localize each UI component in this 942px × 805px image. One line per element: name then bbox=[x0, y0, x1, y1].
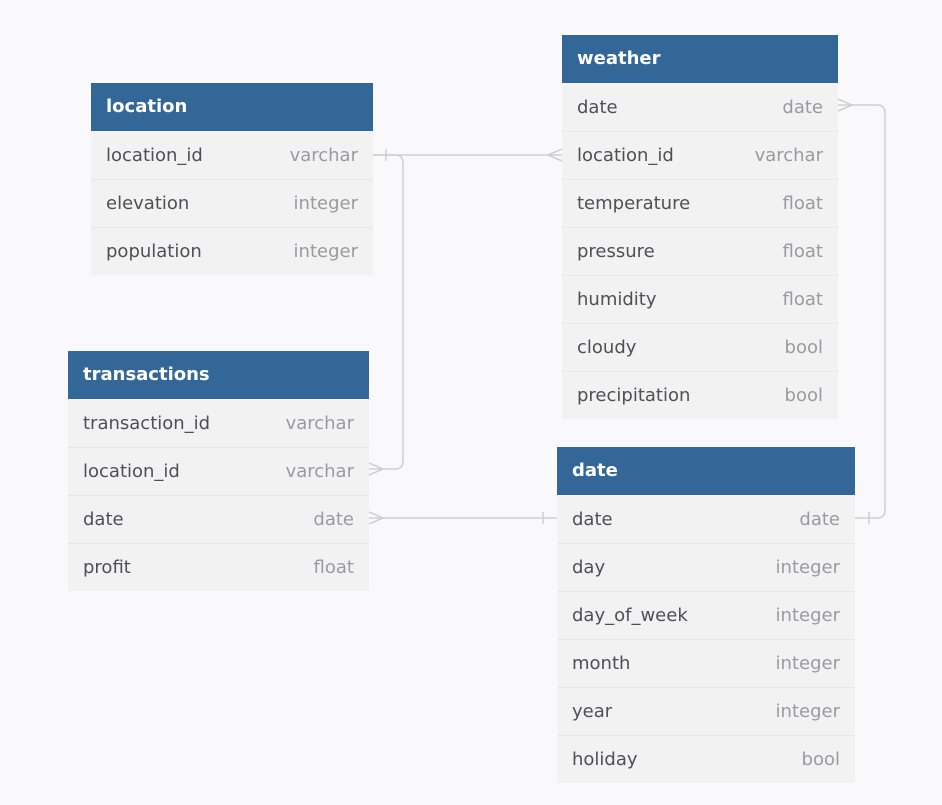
field-type: float bbox=[782, 289, 823, 310]
table-header[interactable]: location bbox=[91, 83, 373, 131]
table-header[interactable]: transactions bbox=[68, 351, 369, 399]
field-name: month bbox=[572, 653, 631, 674]
field-name: precipitation bbox=[577, 385, 691, 406]
field-row[interactable]: location_id varchar bbox=[68, 447, 369, 495]
field-row[interactable]: pressure float bbox=[562, 227, 838, 275]
field-name: pressure bbox=[577, 241, 655, 262]
field-type: varchar bbox=[754, 145, 823, 166]
field-row[interactable]: location_id varchar bbox=[562, 131, 838, 179]
field-name: day bbox=[572, 557, 606, 578]
field-row[interactable]: date date bbox=[557, 495, 855, 543]
table-header[interactable]: date bbox=[557, 447, 855, 495]
field-name: cloudy bbox=[577, 337, 637, 358]
field-type: date bbox=[313, 509, 354, 530]
field-type: date bbox=[799, 508, 840, 530]
field-name: date bbox=[577, 96, 618, 118]
field-row[interactable]: humidity float bbox=[562, 275, 838, 323]
relation-date-weather[interactable] bbox=[837, 98, 886, 524]
field-type: integer bbox=[293, 241, 358, 262]
field-name: location_id bbox=[106, 144, 203, 166]
field-type: float bbox=[313, 557, 354, 578]
field-row[interactable]: population integer bbox=[91, 227, 373, 275]
field-name: population bbox=[106, 241, 202, 262]
table-location[interactable]: location location_id varchar elevation inte… bbox=[91, 83, 373, 275]
field-row[interactable]: profit float bbox=[68, 543, 369, 591]
field-type: varchar bbox=[285, 412, 354, 434]
field-type: bool bbox=[784, 337, 823, 358]
field-type: integer bbox=[775, 701, 840, 722]
field-name: location_id bbox=[577, 145, 674, 166]
field-row[interactable]: day_of_week integer bbox=[557, 591, 855, 639]
field-row[interactable]: day integer bbox=[557, 543, 855, 591]
field-row[interactable]: date date bbox=[68, 495, 369, 543]
field-row[interactable]: transaction_id varchar bbox=[68, 399, 369, 447]
field-row[interactable]: month integer bbox=[557, 639, 855, 687]
field-row[interactable]: location_id varchar bbox=[91, 131, 373, 179]
relation-location-weather[interactable] bbox=[373, 148, 563, 162]
field-type: integer bbox=[775, 653, 840, 674]
field-name: temperature bbox=[577, 193, 691, 214]
relation-location-transactions[interactable] bbox=[368, 154, 404, 476]
field-name: year bbox=[572, 701, 613, 722]
field-row[interactable]: cloudy bool bbox=[562, 323, 838, 371]
field-name: day_of_week bbox=[572, 605, 688, 626]
field-row[interactable]: elevation integer bbox=[91, 179, 373, 227]
field-type: float bbox=[782, 241, 823, 262]
field-row[interactable]: date date bbox=[562, 83, 838, 131]
field-row[interactable]: temperature float bbox=[562, 179, 838, 227]
field-type: date bbox=[782, 96, 823, 118]
field-type: integer bbox=[775, 605, 840, 626]
field-name: date bbox=[83, 509, 124, 530]
field-row[interactable]: precipitation bool bbox=[562, 371, 838, 419]
field-type: bool bbox=[801, 749, 840, 770]
field-name: transaction_id bbox=[83, 412, 211, 434]
field-name: elevation bbox=[106, 193, 190, 214]
field-type: varchar bbox=[289, 144, 358, 166]
field-name: location_id bbox=[83, 461, 180, 482]
field-type: integer bbox=[775, 557, 840, 578]
table-weather[interactable]: weather date date location_id varchar temper… bbox=[562, 35, 838, 419]
field-type: bool bbox=[784, 385, 823, 406]
field-name: humidity bbox=[577, 289, 657, 310]
field-row[interactable]: holiday bool bbox=[557, 735, 855, 783]
field-name: date bbox=[572, 508, 613, 530]
field-row[interactable]: year integer bbox=[557, 687, 855, 735]
relation-date-transactions[interactable] bbox=[368, 511, 557, 525]
field-name: holiday bbox=[572, 749, 638, 770]
field-type: integer bbox=[293, 193, 358, 214]
field-type: varchar bbox=[285, 461, 354, 482]
table-header[interactable]: weather bbox=[562, 35, 838, 83]
field-type: float bbox=[782, 193, 823, 214]
field-name: profit bbox=[83, 557, 131, 578]
